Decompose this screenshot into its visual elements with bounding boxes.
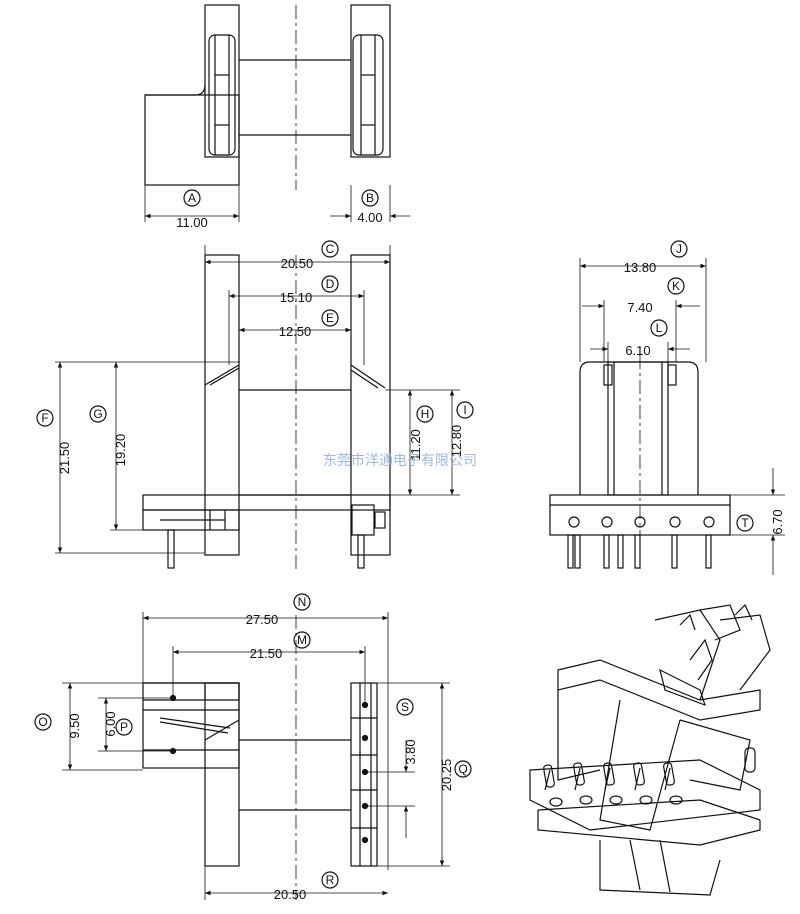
dim-r-value: 20.50 [274, 887, 307, 902]
dim-c-label: C [326, 242, 335, 256]
dim-o-label: O [38, 715, 47, 729]
dim-e-value: 12.50 [279, 324, 312, 339]
dim-f-label: F [41, 411, 48, 425]
dim-a-value: 11.00 [176, 215, 208, 230]
dim-j-label: J [676, 242, 682, 256]
dim-q-value: 20.25 [439, 759, 454, 792]
front-view [36, 240, 474, 570]
dim-s-label: S [401, 700, 409, 714]
dim-l-label: L [656, 321, 663, 335]
dim-k-value: 7.40 [627, 300, 652, 315]
dim-h-value: 11.20 [408, 429, 423, 461]
dim-r-label: R [326, 873, 335, 887]
dim-b-label: B [366, 191, 374, 205]
dim-p-label: P [120, 720, 128, 734]
dim-o-value: 9.50 [67, 713, 82, 738]
dim-d-label: D [326, 277, 335, 291]
dim-m-value: 21.50 [250, 646, 283, 661]
dim-a-label: A [188, 191, 196, 205]
dim-h-label: H [421, 407, 430, 421]
dim-q-label: Q [458, 762, 467, 776]
dim-s-value: 3.80 [403, 739, 418, 764]
dim-n-value: 27.50 [246, 612, 279, 627]
dim-e-label: E [326, 311, 334, 325]
dim-c-value: 20.50 [281, 256, 314, 271]
dim-k-label: K [672, 279, 680, 293]
dim-i-value: 12.80 [449, 425, 464, 458]
bottom-view [34, 593, 472, 900]
top-view [144, 4, 410, 222]
dim-g-label: G [93, 407, 102, 421]
dim-f-value: 21.50 [57, 442, 72, 475]
dim-p-value: 6.00 [103, 711, 118, 736]
dim-i-label: I [463, 403, 466, 417]
side-view [549, 240, 785, 575]
isometric-view [529, 603, 771, 896]
watermark-text: 东莞市洋通电子有限公司 [323, 452, 477, 469]
dim-n-label: N [298, 595, 307, 609]
dim-l-value: 6.10 [625, 343, 650, 358]
dim-g-value: 19.20 [113, 434, 128, 467]
dim-m-label: M [297, 633, 307, 647]
dim-j-value: 13.80 [624, 260, 657, 275]
dim-b-value: 4.00 [357, 210, 382, 225]
dim-t-value: 6.70 [770, 509, 785, 534]
dim-d-value: 15.10 [280, 290, 313, 305]
dim-t-label: T [741, 516, 749, 530]
